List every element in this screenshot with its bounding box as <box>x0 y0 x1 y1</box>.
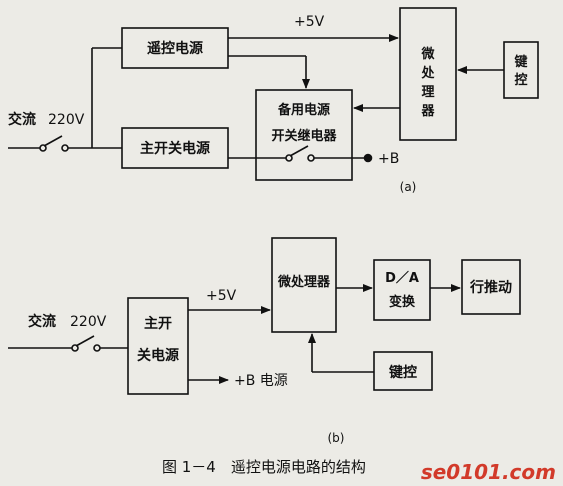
a-ac-voltage: 220V <box>48 112 85 128</box>
b-switch-contact-right <box>93 344 101 352</box>
b-line-drive-label: 行推动 <box>469 279 512 296</box>
b-ac-label: 交流 <box>28 313 56 330</box>
a-main-switch-power-box <box>121 127 229 169</box>
a-key-char-2: 控 <box>514 72 527 88</box>
diagram-a-labels: 遥控电源 主开关电源 备用电源 开关继电器 微 处 理 器 键 控 交流 220… <box>8 14 528 194</box>
a-remote-power-label: 遥控电源 <box>147 40 203 57</box>
a-main-switch-power-label: 主开关电源 <box>140 140 210 157</box>
a-switch-contact-left <box>39 144 47 152</box>
b-main-switch-label-2: 关电源 <box>137 347 179 364</box>
diagram-a <box>8 7 539 181</box>
a-key-char-1: 键 <box>513 54 527 70</box>
b-main-switch-power-box <box>127 297 189 395</box>
a-mcu-char-1: 微 <box>420 46 435 62</box>
b-mcu-label: 微处理器 <box>277 274 331 290</box>
a-switch-blade <box>43 135 63 147</box>
a-ac-label: 交流 <box>8 111 36 128</box>
a-switch-contact-right <box>61 144 69 152</box>
a-mcu-char-3: 理 <box>421 85 434 100</box>
a-mcu-char-2: 处 <box>420 65 435 81</box>
diagram-b-labels: 主开 关电源 微处理器 D／A 变换 行推动 键控 交流 220V +5V +B… <box>28 270 512 445</box>
b-ac-voltage: 220V <box>70 314 107 330</box>
a-relay-contact-right <box>307 154 315 162</box>
b-line-drive-box <box>461 259 521 315</box>
b-da-label-1: D／A <box>385 270 419 286</box>
b-switch-contact-left <box>71 344 79 352</box>
a-relay-blade <box>289 145 309 157</box>
b-caption: (b) <box>328 431 345 445</box>
b-main-switch-label-1: 主开 <box>144 315 172 332</box>
b-plus5v-label: +5V <box>206 288 237 304</box>
b-plusB-power-label: +B 电源 <box>234 373 288 389</box>
b-key-control-label: 键控 <box>388 364 417 381</box>
a-standby-relay-box <box>255 89 353 181</box>
b-key-control-box <box>373 351 433 391</box>
a-remote-power-box <box>121 27 229 69</box>
diagram-b <box>8 237 521 395</box>
watermark-logo: se0101.com <box>421 460 556 484</box>
a-plusB-label: +B <box>378 151 399 167</box>
a-relay-label: 开关继电器 <box>271 128 337 144</box>
a-mcu-char-4: 器 <box>420 104 435 119</box>
a-relay-contact-left <box>285 154 293 162</box>
b-switch-blade <box>75 335 95 347</box>
a-plus5v-label: +5V <box>294 14 325 30</box>
a-caption: (a) <box>400 180 417 194</box>
a-key-control-box <box>503 41 539 99</box>
b-da-label-2: 变换 <box>389 294 416 310</box>
a-microprocessor-box <box>399 7 457 141</box>
figure-caption: 图 1－4 遥控电源电路的结构 <box>162 458 366 476</box>
a-plusB-terminal <box>363 153 373 163</box>
a-standby-power-label: 备用电源 <box>277 102 330 118</box>
b-microprocessor-box <box>271 237 337 333</box>
b-da-converter-box <box>373 259 431 321</box>
